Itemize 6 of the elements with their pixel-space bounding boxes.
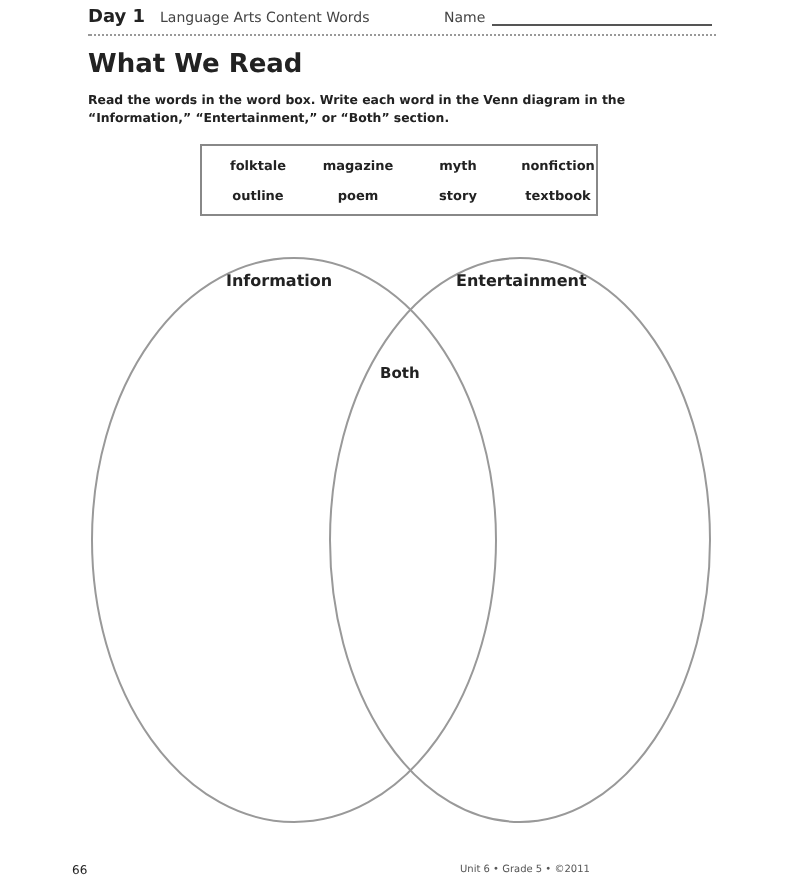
- venn-circle: [328, 256, 712, 824]
- word-box: [200, 144, 598, 216]
- circle-heading: Information: [226, 272, 333, 290]
- day-heading: Day 1: [88, 8, 146, 28]
- circle-heading: Entertainment: [456, 272, 587, 290]
- worksheet-title: What We Read: [88, 50, 303, 80]
